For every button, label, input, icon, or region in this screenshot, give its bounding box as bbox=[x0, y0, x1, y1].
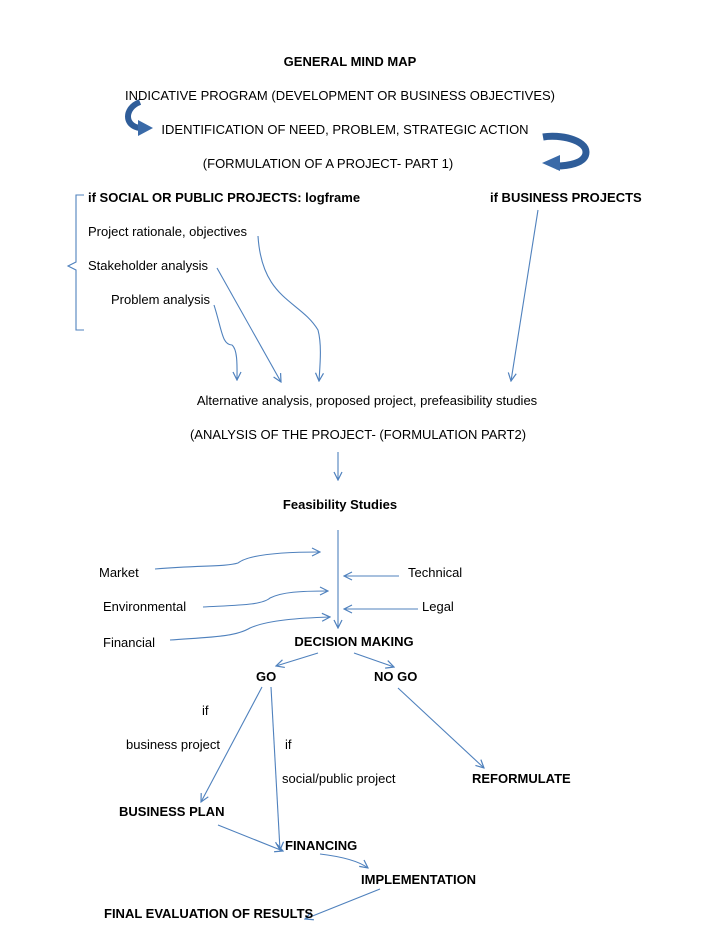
reformulate-label: REFORMULATE bbox=[472, 771, 571, 786]
input-financial: Financial bbox=[103, 635, 156, 650]
logframe-bracket bbox=[66, 194, 84, 331]
analysis-line-2: (ANALYSIS OF THE PROJECT- (FORMULATION P… bbox=[189, 427, 527, 442]
arrow-decision-to-go bbox=[276, 652, 319, 666]
diagram-title: GENERAL MIND MAP bbox=[283, 54, 417, 69]
arrow-market bbox=[154, 552, 320, 570]
arrow-stakeholder-to-analysis bbox=[216, 267, 281, 382]
no-go-label: NO GO bbox=[374, 669, 418, 684]
arrow-decision-to-nogo bbox=[353, 652, 394, 667]
arrow-financing-to-implementation bbox=[319, 853, 368, 868]
decision-making-label: DECISION MAKING bbox=[294, 634, 414, 649]
input-market: Market bbox=[99, 565, 139, 580]
input-technical: Technical bbox=[408, 565, 463, 580]
arrow-environmental bbox=[202, 591, 328, 608]
final-evaluation-label: FINAL EVALUATION OF RESULTS bbox=[104, 906, 314, 921]
curved-arrow-left-icon bbox=[125, 99, 153, 136]
input-environmental: Environmental bbox=[103, 599, 187, 614]
if-business-label: if bbox=[202, 703, 209, 718]
right-branch-heading: if BUSINESS PROJECTS bbox=[490, 190, 642, 205]
header-line-2: IDENTIFICATION OF NEED, PROBLEM, STRATEG… bbox=[161, 122, 529, 137]
implementation-label: IMPLEMENTATION bbox=[361, 872, 477, 887]
arrow-implementation-to-final bbox=[305, 888, 381, 919]
arrow-go-to-business-plan bbox=[201, 686, 263, 802]
header-line-3: (FORMULATION OF A PROJECT- PART 1) bbox=[202, 156, 454, 171]
header-line-1: INDICATIVE PROGRAM (DEVELOPMENT OR BUSIN… bbox=[124, 88, 556, 103]
if-social-label: if bbox=[285, 737, 292, 752]
business-project-label: business project bbox=[126, 737, 220, 752]
logframe-item-stakeholder: Stakeholder analysis bbox=[88, 258, 208, 273]
arrow-nogo-to-reformulate bbox=[397, 687, 484, 768]
left-branch-heading: if SOCIAL OR PUBLIC PROJECTS: logframe bbox=[88, 190, 361, 205]
financing-label: FINANCING bbox=[285, 838, 358, 853]
business-plan-label: BUSINESS PLAN bbox=[119, 804, 225, 819]
arrow-business-to-analysis bbox=[511, 209, 539, 381]
social-public-project-label: social/public project bbox=[282, 771, 396, 786]
arrow-go-to-financing bbox=[270, 686, 280, 850]
logframe-item-rationale: Project rationale, objectives bbox=[88, 224, 247, 239]
feasibility-title: Feasibility Studies bbox=[282, 497, 398, 512]
go-label: GO bbox=[256, 669, 277, 684]
logframe-item-problem: Problem analysis bbox=[111, 292, 210, 307]
input-legal: Legal bbox=[422, 599, 454, 614]
arrow-rationale-to-analysis bbox=[257, 235, 320, 381]
arrow-problem-to-analysis bbox=[213, 304, 237, 380]
arrow-business-plan-to-financing bbox=[217, 824, 283, 851]
arrow-financial bbox=[169, 617, 330, 641]
analysis-line-1: Alternative analysis, proposed project, … bbox=[196, 393, 538, 408]
curved-arrow-right-icon bbox=[542, 132, 590, 171]
